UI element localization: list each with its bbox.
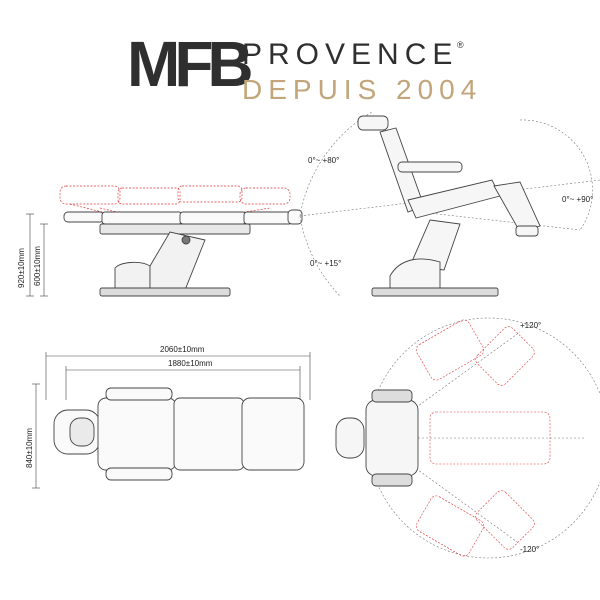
side-base [99, 231, 231, 297]
height-seat-label: 600±10mm [33, 246, 42, 286]
articulated-chair [357, 115, 541, 297]
height-total-label: 920±10mm [17, 248, 26, 288]
rotation-chair [335, 389, 419, 487]
rotation-plus-label: +120° [520, 321, 541, 330]
logo-registered-mark: ® [457, 40, 464, 50]
length-total-label: 2060±10mm [160, 345, 205, 354]
rotation-ghosts [415, 319, 551, 557]
seat-tilt-label: 0°~ +15° [310, 259, 341, 268]
side-view: 920±10mm 600±10mm [17, 185, 303, 297]
rotation-arcs [373, 317, 600, 559]
logo-brand: MFB [127, 28, 254, 100]
articulation-view: 0°~ +80° 0°~ +15° 0°~ +90° [299, 111, 600, 297]
top-dimensions [32, 352, 311, 489]
logo-name: PROVENCE [242, 38, 459, 71]
length-bed-label: 1880±10mm [168, 359, 213, 368]
top-bed [53, 387, 305, 481]
angle-arcs [299, 111, 600, 297]
side-dimensions [26, 213, 48, 297]
back-angle-label: 0°~ +80° [308, 156, 339, 165]
logo-tagline: DEPUIS 2004 [242, 74, 483, 105]
rotation-minus-label: -120° [520, 545, 539, 554]
top-view: 2060±10mm 1880±10mm 840±10mm [25, 345, 311, 489]
width-label: 840±10mm [25, 428, 34, 468]
side-bed [63, 209, 303, 235]
leg-angle-label: 0°~ +90° [562, 195, 593, 204]
rotation-view: +120° -120° [335, 317, 600, 559]
